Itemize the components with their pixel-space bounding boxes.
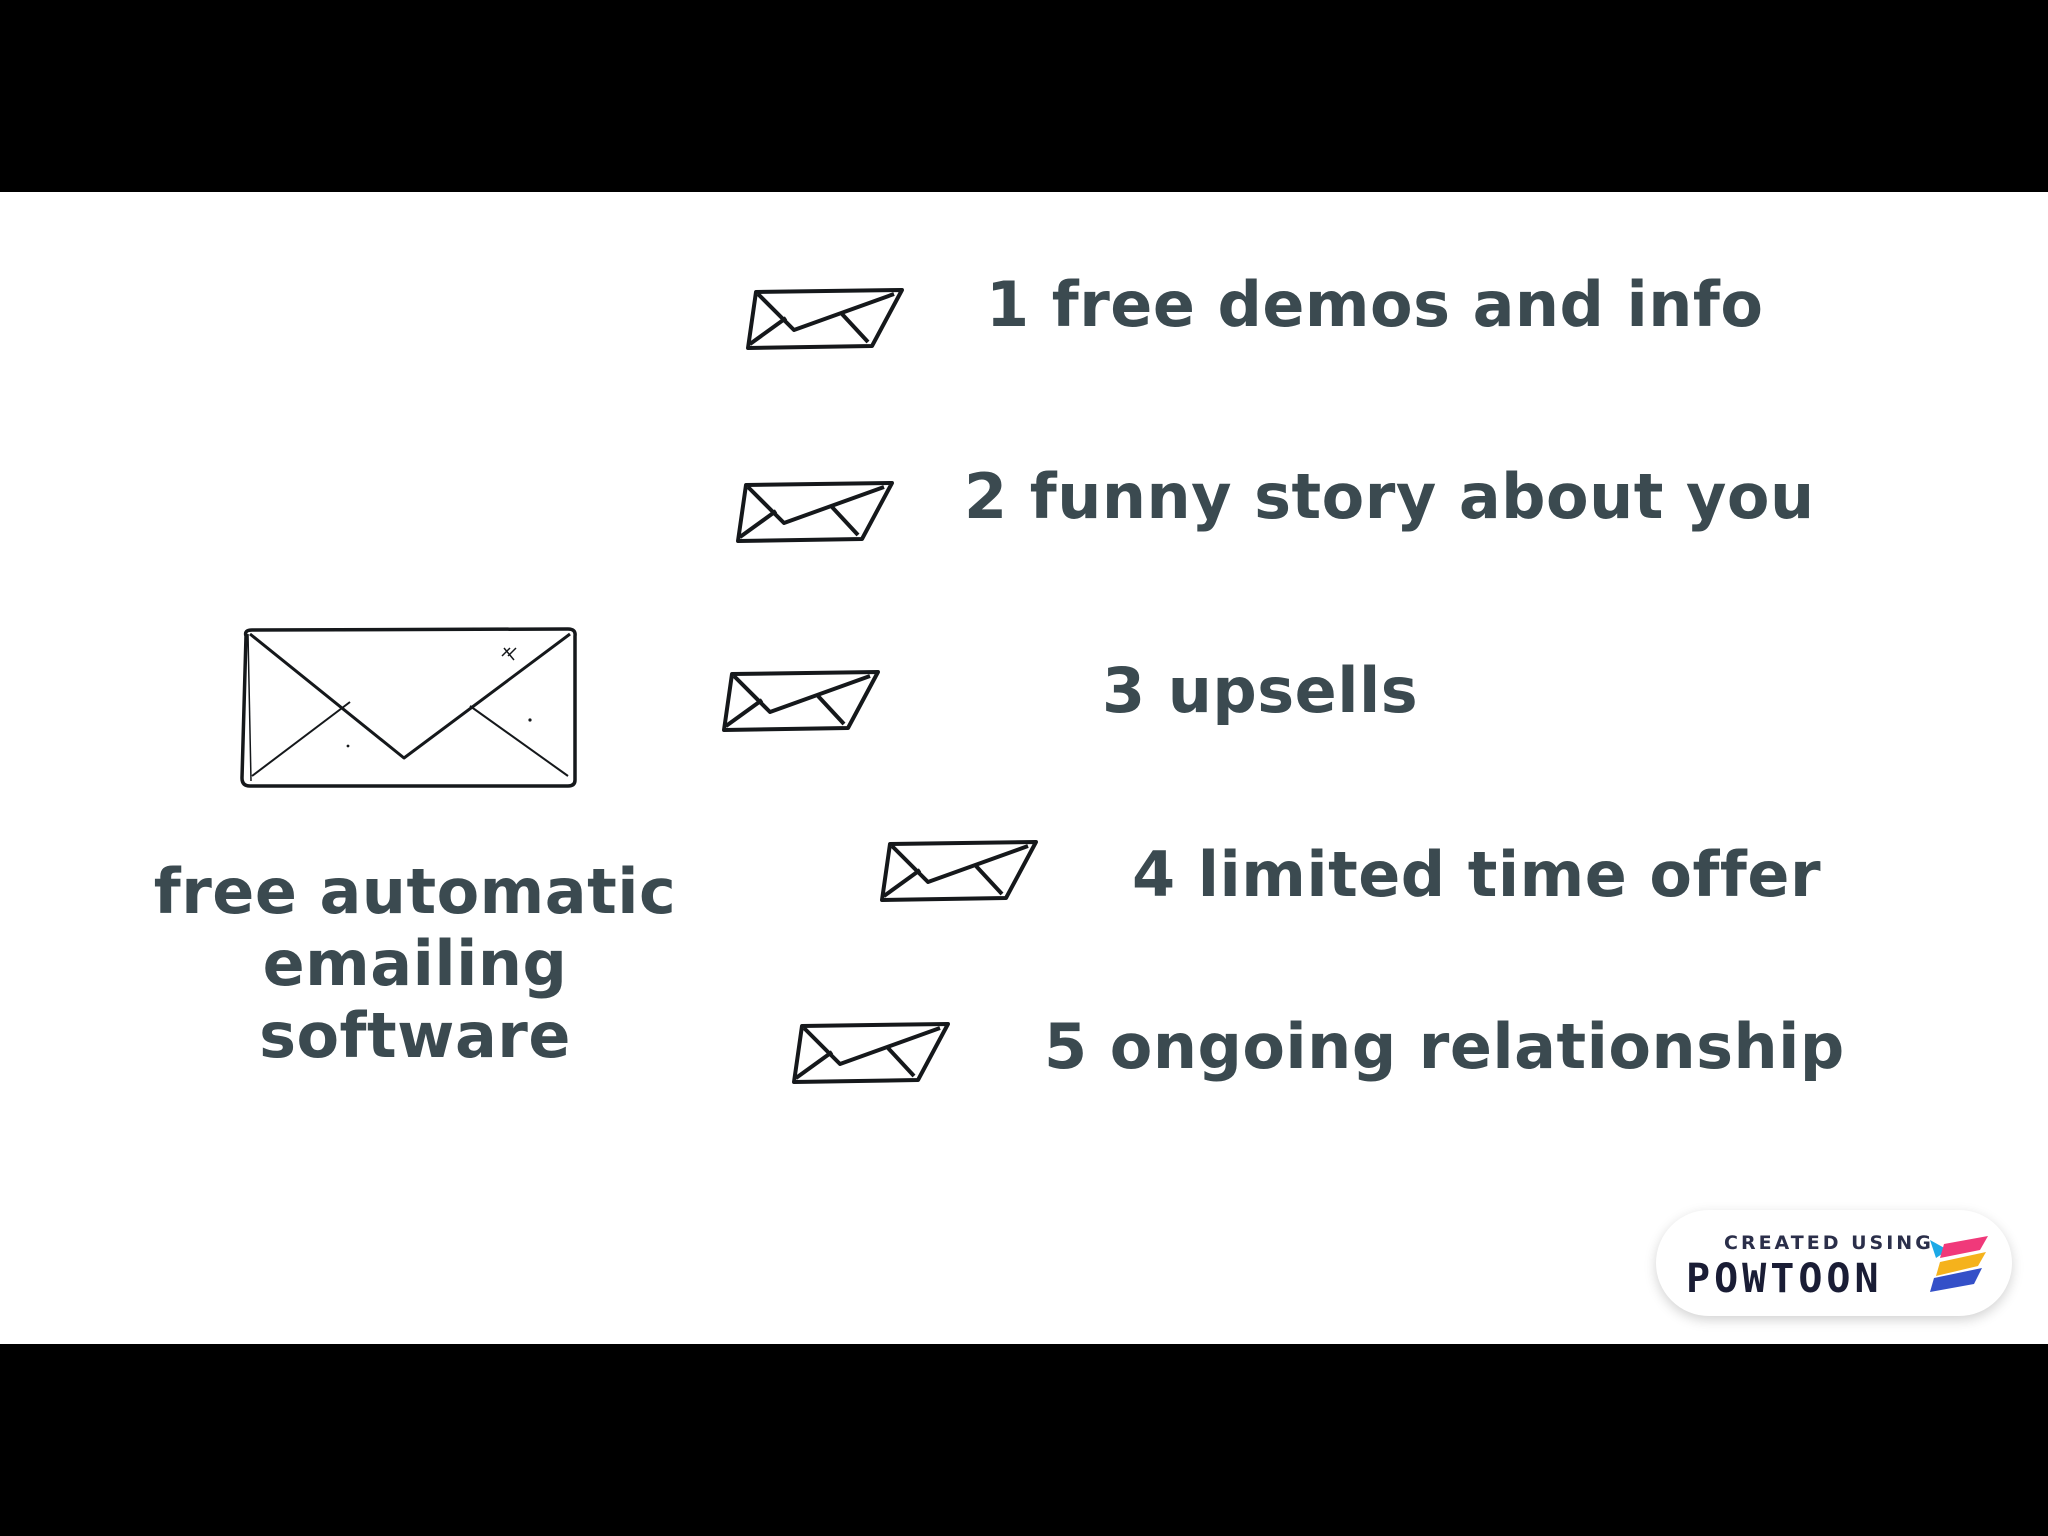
letterbox-bottom xyxy=(0,1344,2048,1536)
envelope-icon xyxy=(742,282,908,354)
envelope-icon xyxy=(876,834,1042,906)
caption: free automatic emailing software xyxy=(20,856,810,1072)
watermark-small-text: CREATED USING xyxy=(1724,1232,1934,1254)
envelope-icon xyxy=(732,475,898,547)
caption-line-2: software xyxy=(259,999,571,1072)
watermark-brand: POWTOON xyxy=(1686,1256,1883,1302)
powtoon-watermark: CREATED USING POWTOON xyxy=(1656,1210,2012,1316)
list-item-3: 3 upsells xyxy=(1102,654,1419,727)
letterbox-top xyxy=(0,0,2048,192)
caption-line-1: free automatic emailing xyxy=(153,855,677,1000)
envelope-icon xyxy=(238,626,580,790)
list-item-2: 2 funny story about you xyxy=(964,460,1815,533)
slide-canvas: 1 free demos and info 2 funny story abou… xyxy=(0,192,2048,1344)
list-item-1: 1 free demos and info xyxy=(986,268,1764,341)
powtoon-logo-icon xyxy=(1926,1232,1992,1294)
list-item-5: 5 ongoing relationship xyxy=(1044,1010,1845,1083)
envelope-icon xyxy=(718,664,884,736)
list-item-4: 4 limited time offer xyxy=(1132,838,1822,911)
envelope-icon xyxy=(788,1016,954,1088)
